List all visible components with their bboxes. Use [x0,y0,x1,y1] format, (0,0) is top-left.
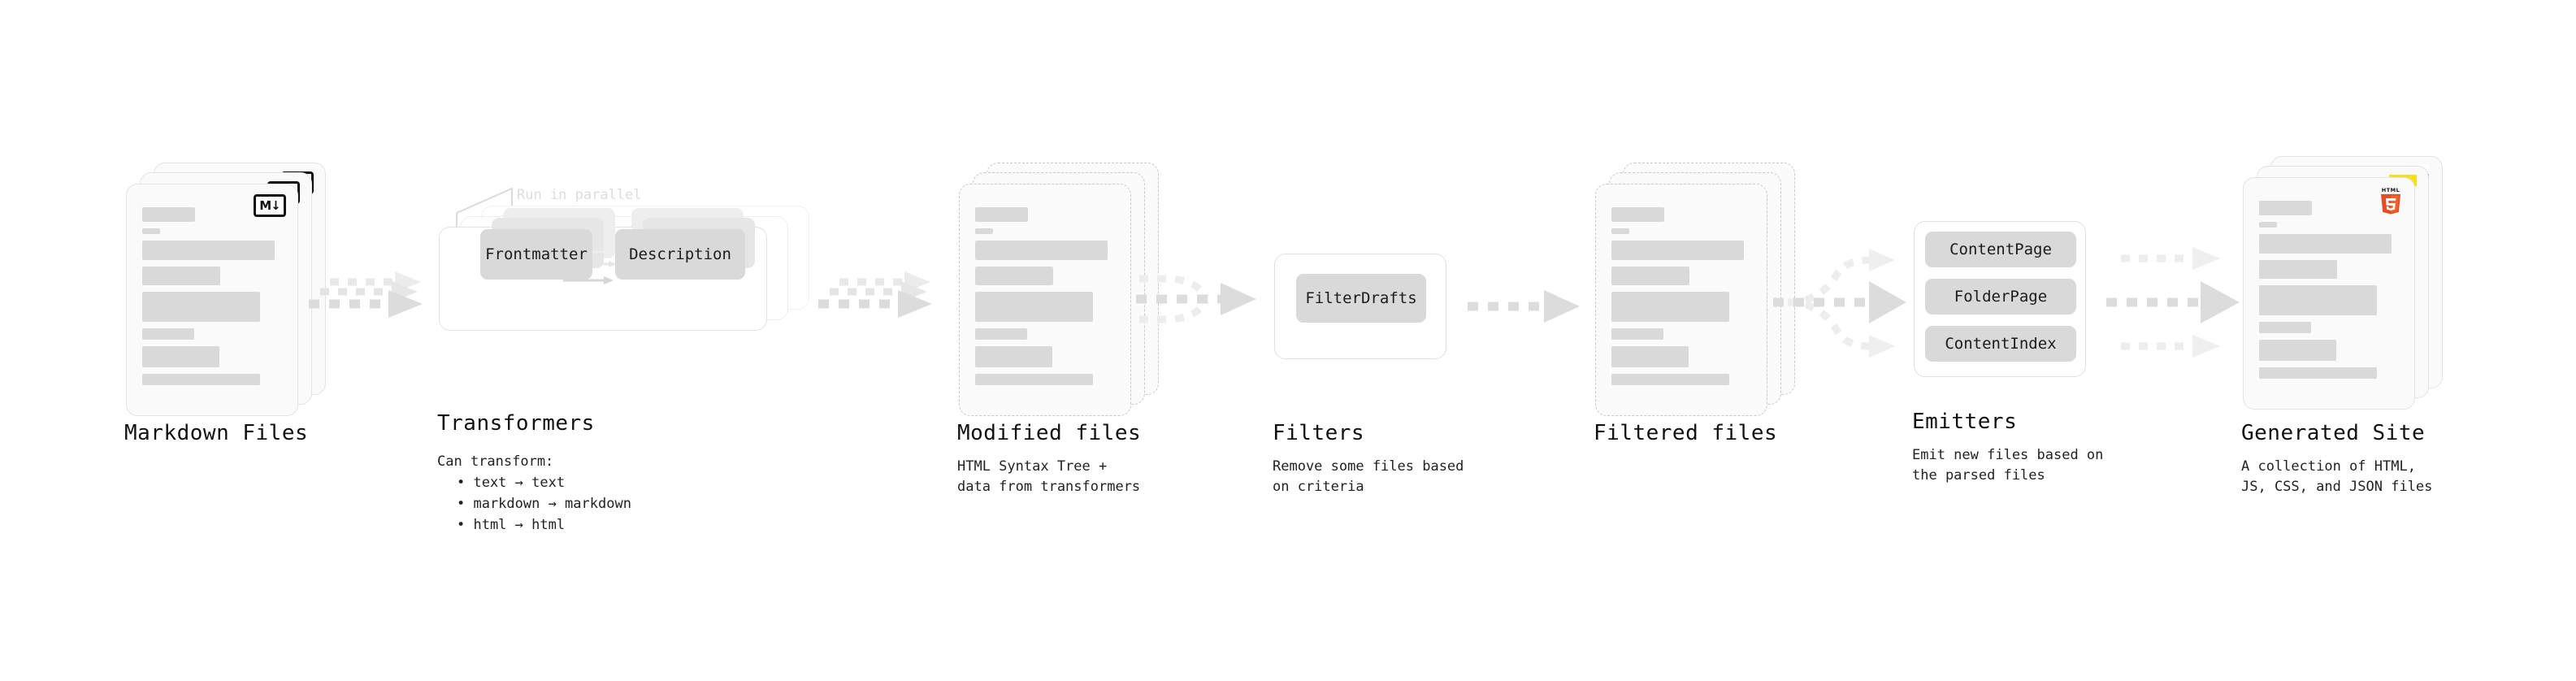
transformer-chip-frontmatter[interactable]: Frontmatter [480,229,592,280]
stage-generated-site: CSS HTML [2241,156,2443,495]
stage-modified-files: Modified files HTML Syntax Tree + data f… [957,163,1159,495]
svg-text:HTML: HTML [2382,187,2400,193]
emitter-chip-folderpage[interactable]: FolderPage [1925,279,2076,314]
skeleton-bar [142,374,260,385]
skeleton-bar [975,374,1093,385]
emitter-chip-contentindex[interactable]: ContentIndex [1925,326,2076,362]
skeleton-bar [142,346,219,367]
arrow-emitters-to-site [2105,231,2259,385]
skeleton-bar [1611,228,1629,234]
skeleton-bar [975,292,1093,322]
arrow-filtered-to-emitters [1773,231,1928,385]
stage-subtitle-transformers: Can transform: [437,453,554,470]
transform-bullet-3: • html → html [457,517,566,533]
skeleton-bar [142,267,220,285]
document-skeleton [975,207,1117,392]
skeleton-bar [1611,374,1729,385]
transformer-flow-arrow [563,276,614,284]
document-card-front: M↓ [126,184,298,416]
transform-bullet-1: • text → text [457,475,566,491]
emitters-group-box: ContentPage FolderPage ContentIndex [1914,221,2086,377]
skeleton-bar [975,267,1053,285]
markdown-file-stack: M↓ M↓ M↓ [126,163,326,416]
stage-subtitle-filters: Remove some files based on criteria [1273,458,1464,495]
skeleton-bar [2259,322,2311,333]
skeleton-bar [2259,222,2277,228]
modified-file-stack [959,163,1159,416]
stage-title-filtered-files: Filtered files [1594,421,1778,445]
stage-title-transformers: Transformers [437,411,595,436]
stage-title-markdown-files: Markdown Files [124,421,309,445]
skeleton-bar [975,207,1028,222]
document-card-front: HTML [2243,177,2415,410]
skeleton-bar [975,228,993,234]
skeleton-bar [2259,285,2377,315]
stage-subtitle-emitters: Emit new files based on the parsed files [1912,447,2104,484]
document-card-front [1595,184,1767,416]
stage-filtered-files: Filtered files [1594,163,1795,445]
skeleton-bar [1611,267,1689,285]
skeleton-bar [2259,260,2337,279]
html5-badge: HTML [2379,186,2403,215]
arrow-modified-to-filters [1136,258,1274,348]
stage-title-generated-site: Generated Site [2241,421,2426,445]
arrow-markdown-to-transformers [307,268,437,341]
skeleton-bar [1611,346,1689,367]
markdown-badge: M↓ [254,194,286,217]
run-in-parallel-label: Run in parallel [517,187,642,203]
skeleton-bar [1611,292,1729,322]
skeleton-bar [142,292,260,322]
stage-subtitle-generated-site: A collection of HTML, JS, CSS, and JSON … [2241,458,2433,495]
skeleton-bar [975,346,1052,367]
skeleton-bar [975,241,1108,260]
arrow-filters-to-filtered [1468,286,1589,335]
skeleton-bar [2259,367,2377,379]
skeleton-bar [2259,234,2392,254]
stage-title-modified-files: Modified files [957,421,1142,445]
arrow-transformers-to-modified [817,268,947,341]
skeleton-bar [142,207,195,222]
filter-chip-filterdrafts[interactable]: FilterDrafts [1296,274,1426,323]
transformer-chip-description[interactable]: Description [615,229,745,280]
skeleton-bar [142,228,160,234]
skeleton-bar [1611,207,1664,222]
skeleton-bar [2259,340,2336,361]
transform-bullet-2: • markdown → markdown [457,496,631,512]
document-skeleton [1611,207,1754,392]
skeleton-bar [142,328,194,340]
stage-subtitle-modified-files: HTML Syntax Tree + data from transformer… [957,458,1141,495]
skeleton-bar [2259,201,2312,215]
document-card-front [959,184,1131,416]
emitter-chip-contentpage[interactable]: ContentPage [1925,232,2076,267]
generated-site-stack: CSS HTML [2243,156,2443,410]
document-skeleton [142,207,284,392]
stage-title-emitters: Emitters [1912,410,2018,434]
document-skeleton [2259,201,2401,385]
transformer-group-front: Frontmatter Description [439,208,767,331]
filters-group-box: FilterDrafts [1274,254,1446,359]
skeleton-bar [975,328,1027,340]
skeleton-bar [1611,328,1663,340]
skeleton-bar [1611,241,1744,260]
run-in-parallel-bracket [456,188,513,237]
stage-title-filters: Filters [1273,421,1365,445]
filtered-file-stack [1595,163,1795,416]
skeleton-bar [142,241,275,260]
stage-markdown-files: M↓ M↓ M↓ Markdown Files [124,163,326,445]
